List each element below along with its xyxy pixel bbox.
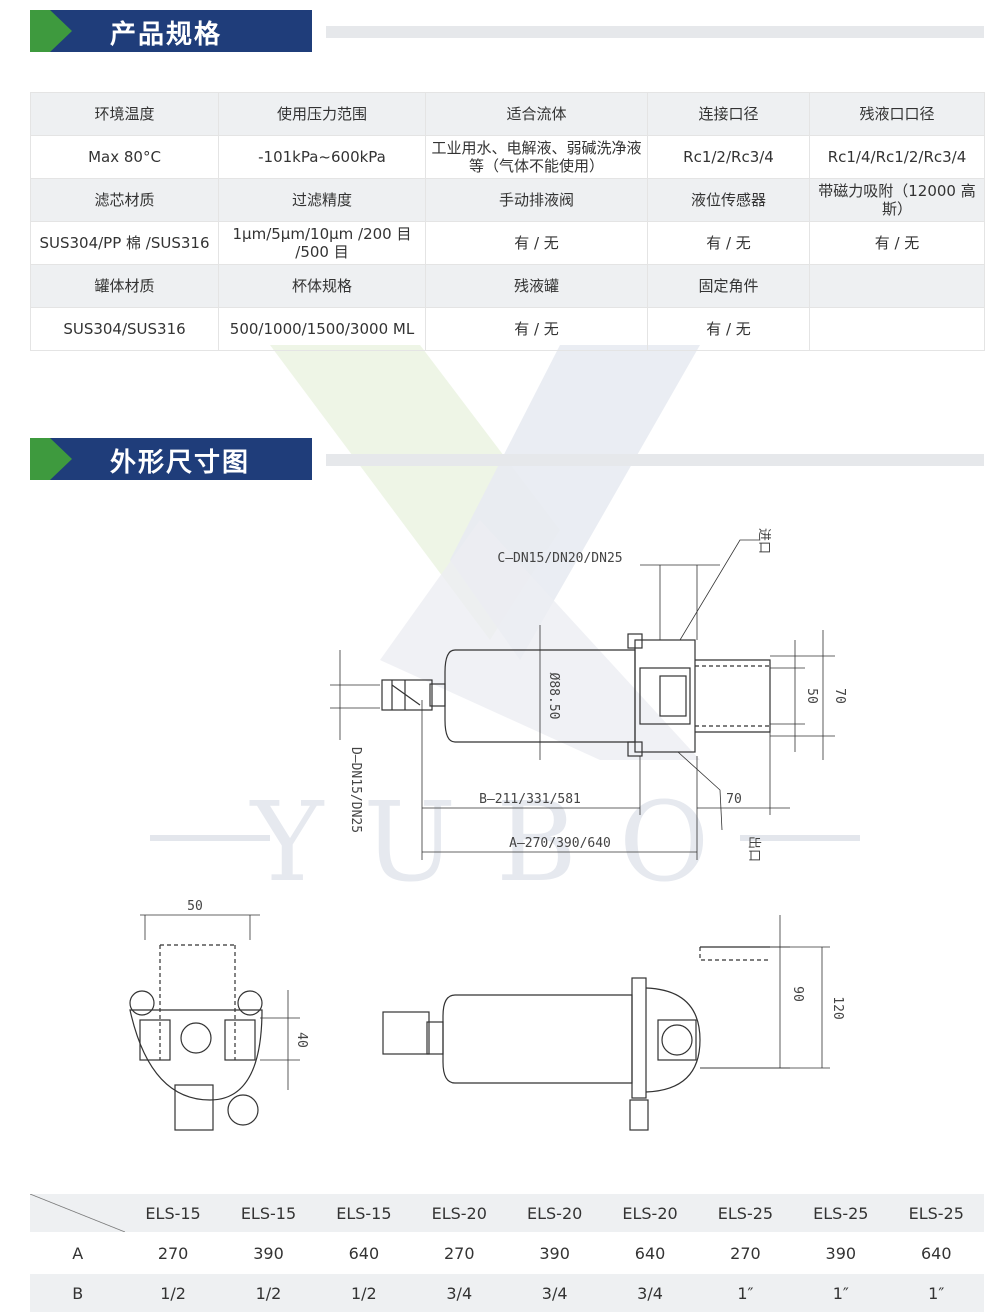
table-row: Max 80°C -101kPa~600kPa 工业用水、电解液、弱碱洗净液等（… xyxy=(30,135,985,179)
dim-label-90: 90 xyxy=(790,986,805,1002)
section-divider xyxy=(326,454,984,466)
table-cell: 带磁力吸附（12000 高斯） xyxy=(809,178,985,222)
table-cell: 3/4 xyxy=(602,1272,698,1312)
model-header: ELS-25 xyxy=(888,1192,984,1233)
dim-label-d: D—DN15/DN25 xyxy=(348,747,363,833)
table-cell: SUS304/PP 棉 /SUS316 xyxy=(30,221,219,265)
table-cell: 杯体规格 xyxy=(218,264,426,308)
table-cell: 连接口径 xyxy=(647,92,810,136)
table-cell: 270 xyxy=(697,1232,794,1273)
row-label: B xyxy=(30,1272,126,1312)
dim-label-50-top: 50 xyxy=(187,899,203,914)
table-cell: -101kPa~600kPa xyxy=(218,135,426,179)
table-row: SUS304/SUS316 500/1000/1500/3000 ML 有 / … xyxy=(30,307,985,351)
table-cell: Rc1/4/Rc1/2/Rc3/4 xyxy=(809,135,985,179)
corner-cell xyxy=(30,1192,126,1233)
table-cell: 270 xyxy=(411,1232,507,1273)
table-row: A 270 390 640 270 390 640 270 390 640 xyxy=(30,1232,984,1273)
outlet-label: 出口 xyxy=(746,836,761,862)
table-cell: 有 / 无 xyxy=(425,307,648,351)
table-cell: 1μm/5μm/10μm /200 目 /500 目 xyxy=(218,221,426,265)
model-header: ELS-25 xyxy=(793,1192,889,1233)
table-cell: 270 xyxy=(125,1232,221,1273)
table-cell: 1/2 xyxy=(220,1272,317,1312)
dim-label-b: B—211/331/581 xyxy=(479,792,581,807)
model-header: ELS-20 xyxy=(506,1192,603,1233)
table-cell: 使用压力范围 xyxy=(218,92,426,136)
table-cell: 640 xyxy=(888,1232,984,1273)
table-cell: 3/4 xyxy=(411,1272,507,1312)
table-cell: 1″ xyxy=(793,1272,889,1312)
dim-label-70-h: 70 xyxy=(726,792,742,807)
table-cell: 390 xyxy=(506,1232,603,1273)
model-header: ELS-25 xyxy=(697,1192,794,1233)
dim-label-120: 120 xyxy=(830,996,845,1019)
section-header-dims: 外形尺寸图 xyxy=(30,438,312,480)
filter-bowl xyxy=(444,649,636,743)
model-header: ELS-20 xyxy=(602,1192,698,1233)
section-title-spec: 产品规格 xyxy=(110,20,223,50)
model-header: ELS-15 xyxy=(125,1192,221,1233)
section-header-spec: 产品规格 xyxy=(30,10,312,52)
table-cell: 1/2 xyxy=(125,1272,221,1312)
table-row: ELS-15 ELS-15 ELS-15 ELS-20 ELS-20 ELS-2… xyxy=(30,1192,984,1233)
table-cell: 滤芯材质 xyxy=(30,178,219,222)
table-cell: 手动排液阀 xyxy=(425,178,648,222)
model-header: ELS-15 xyxy=(220,1192,317,1233)
dim-label-c: C—DN15/DN20/DN25 xyxy=(497,551,622,566)
table-cell: 液位传感器 xyxy=(647,178,810,222)
table-cell: 500/1000/1500/3000 ML xyxy=(218,307,426,351)
section-title-dims: 外形尺寸图 xyxy=(110,448,251,478)
table-cell: 640 xyxy=(602,1232,698,1273)
table-cell: 1″ xyxy=(697,1272,794,1312)
dim-label-a: A—270/390/640 xyxy=(509,836,611,851)
table-cell: 有 / 无 xyxy=(425,221,648,265)
table-cell: 390 xyxy=(220,1232,317,1273)
table-cell: 有 / 无 xyxy=(647,221,810,265)
model-header: ELS-20 xyxy=(411,1192,507,1233)
table-cell: 390 xyxy=(793,1232,889,1273)
section-divider xyxy=(326,26,984,38)
table-cell: 1″ xyxy=(888,1272,984,1312)
spec-table: 环境温度 使用压力范围 适合流体 连接口径 残液口口径 Max 80°C -10… xyxy=(30,92,985,351)
dim-label-70-v: 70 xyxy=(832,688,847,704)
side-view-bowl xyxy=(442,994,633,1084)
row-label: A xyxy=(30,1232,126,1273)
table-cell: 3/4 xyxy=(506,1272,603,1312)
table-cell xyxy=(809,307,985,351)
model-header: ELS-15 xyxy=(316,1192,412,1233)
table-cell: 有 / 无 xyxy=(647,307,810,351)
table-cell: SUS304/SUS316 xyxy=(30,307,219,351)
table-row: SUS304/PP 棉 /SUS316 1μm/5μm/10μm /200 目 … xyxy=(30,221,985,265)
table-cell: 有 / 无 xyxy=(809,221,985,265)
inlet-label: 进口 xyxy=(756,528,771,554)
table-cell: 640 xyxy=(316,1232,412,1273)
table-row: 滤芯材质 过滤精度 手动排液阀 液位传感器 带磁力吸附（12000 高斯） xyxy=(30,178,985,222)
drain-valve xyxy=(429,683,446,707)
table-cell: 1/2 xyxy=(316,1272,412,1312)
table-cell xyxy=(809,264,985,308)
table-cell: 残液口口径 xyxy=(809,92,985,136)
dim-label-diameter: Ø88.50 xyxy=(546,673,561,720)
filter-head xyxy=(634,639,696,753)
dim-label-50-v: 50 xyxy=(804,688,819,704)
size-table: ELS-15 ELS-15 ELS-15 ELS-20 ELS-20 ELS-2… xyxy=(30,1192,984,1312)
table-row: B 1/2 1/2 1/2 3/4 3/4 3/4 1″ 1″ 1″ xyxy=(30,1272,984,1312)
dim-label-40: 40 xyxy=(294,1032,309,1048)
front-view-body xyxy=(129,1009,263,1101)
